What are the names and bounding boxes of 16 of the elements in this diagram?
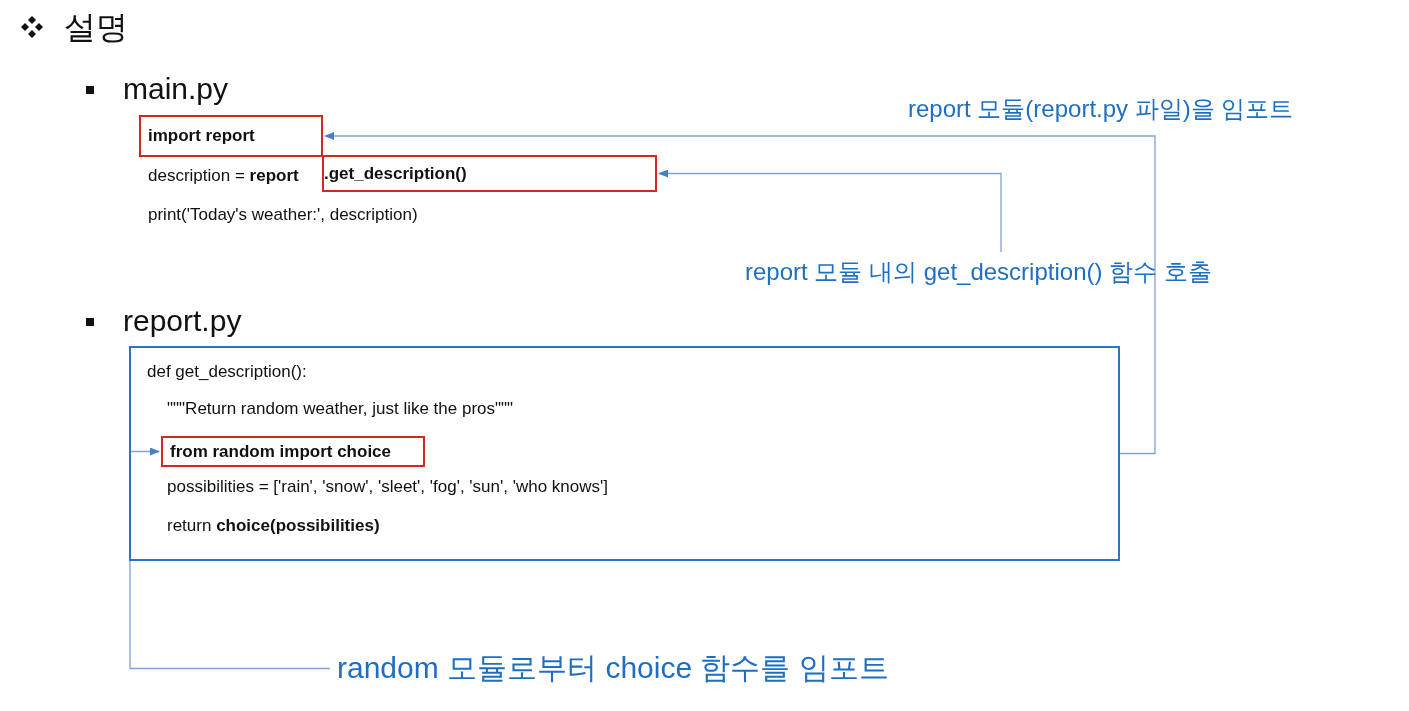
slide-title: 설명 bbox=[64, 8, 128, 47]
annotation-text: report 모듈 내의 get_description() 함수 호출 bbox=[745, 256, 1212, 288]
arrow bbox=[658, 169, 1002, 253]
highlight-box: .get_description() bbox=[322, 155, 657, 192]
code-line: def get_description(): bbox=[147, 361, 307, 383]
code-line: """Return random weather, just like the pros""" bbox=[167, 398, 514, 420]
code-line: possibilities = ['rain', 'snow', 'sleet', 'fog', 'sun', 'who knows'] bbox=[167, 476, 608, 498]
file-heading: report.py bbox=[123, 304, 242, 338]
annotation-text: random 모듈로부터 choice 함수를 임포트 bbox=[337, 648, 889, 689]
file-heading: main.py bbox=[123, 72, 229, 106]
code-line: return choice(possibilities) bbox=[167, 515, 380, 537]
code-line: print('Today's weather:', description) bbox=[148, 204, 418, 226]
code-line: description = report bbox=[148, 165, 299, 187]
highlight-box: import report bbox=[139, 115, 323, 157]
arrow bbox=[324, 132, 1156, 455]
highlight-box: from random import choice bbox=[161, 436, 425, 467]
